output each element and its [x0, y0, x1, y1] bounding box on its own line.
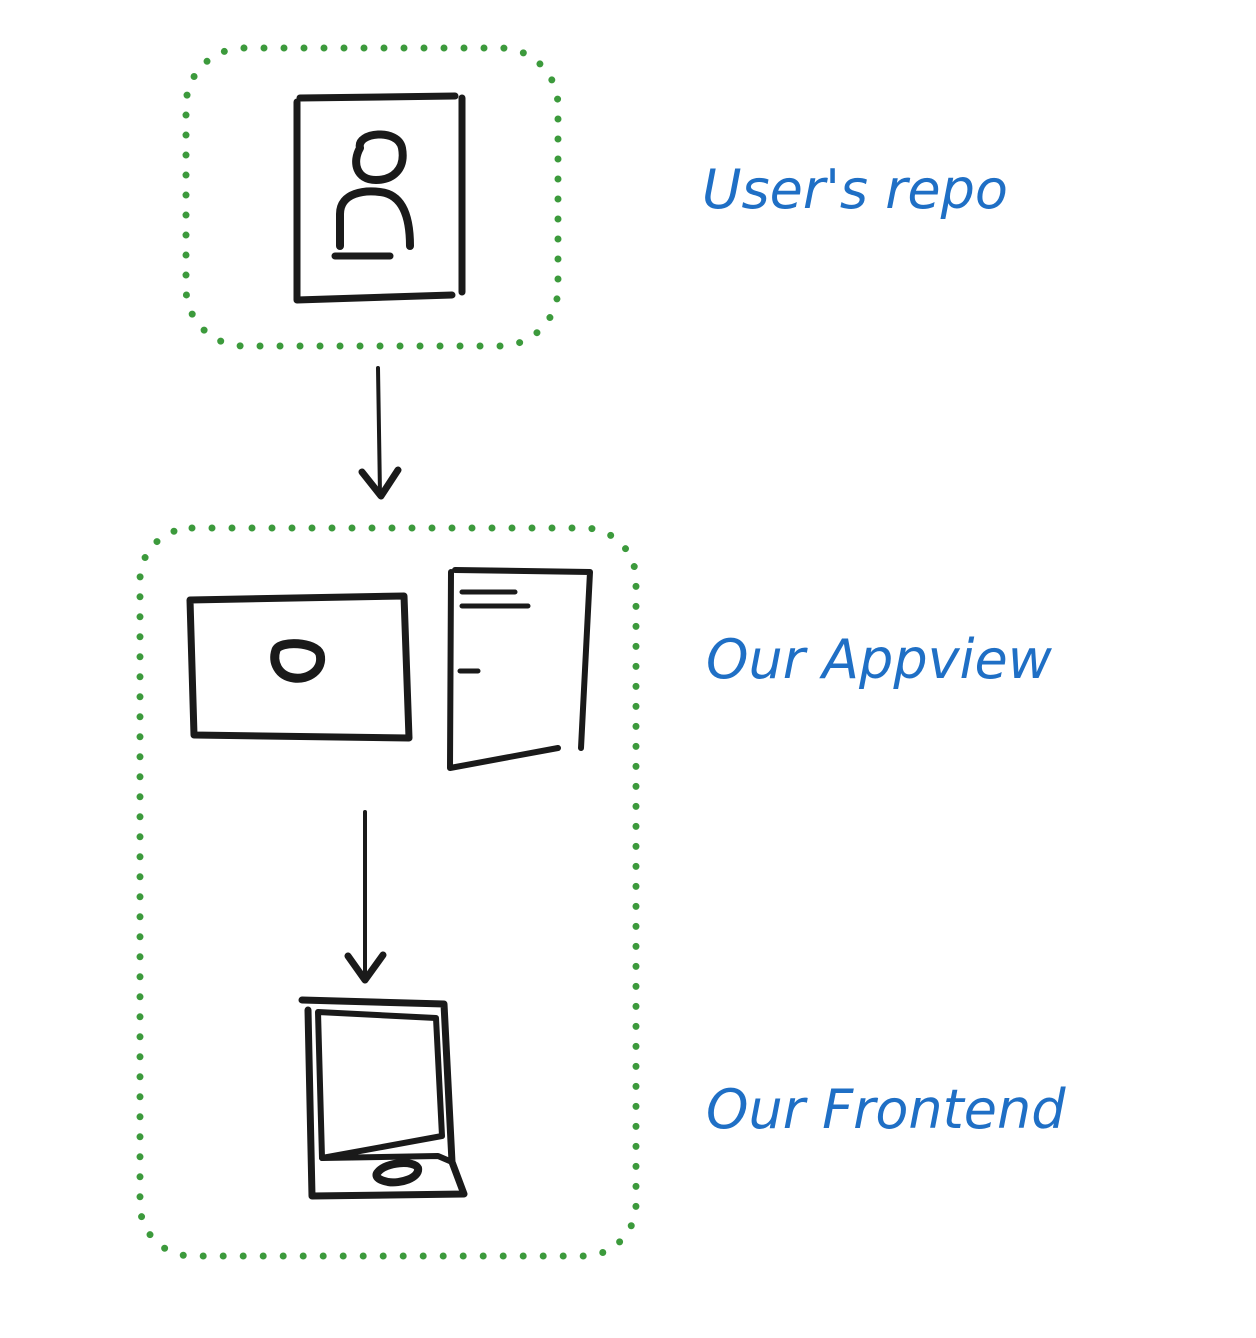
label-our-frontend: Our Frontend [706, 1078, 1066, 1141]
label-our-appview: Our Appview [706, 628, 1053, 691]
media-panel-icon [186, 592, 413, 742]
user-profile-card-icon [293, 92, 466, 304]
repo-group-border [182, 44, 562, 350]
arrow-repo-to-appview [358, 366, 402, 500]
phone-device-icon [298, 996, 468, 1200]
arrow-appview-to-frontend [344, 810, 387, 984]
label-users-repo: User's repo [702, 158, 1008, 221]
document-icon [447, 567, 593, 771]
